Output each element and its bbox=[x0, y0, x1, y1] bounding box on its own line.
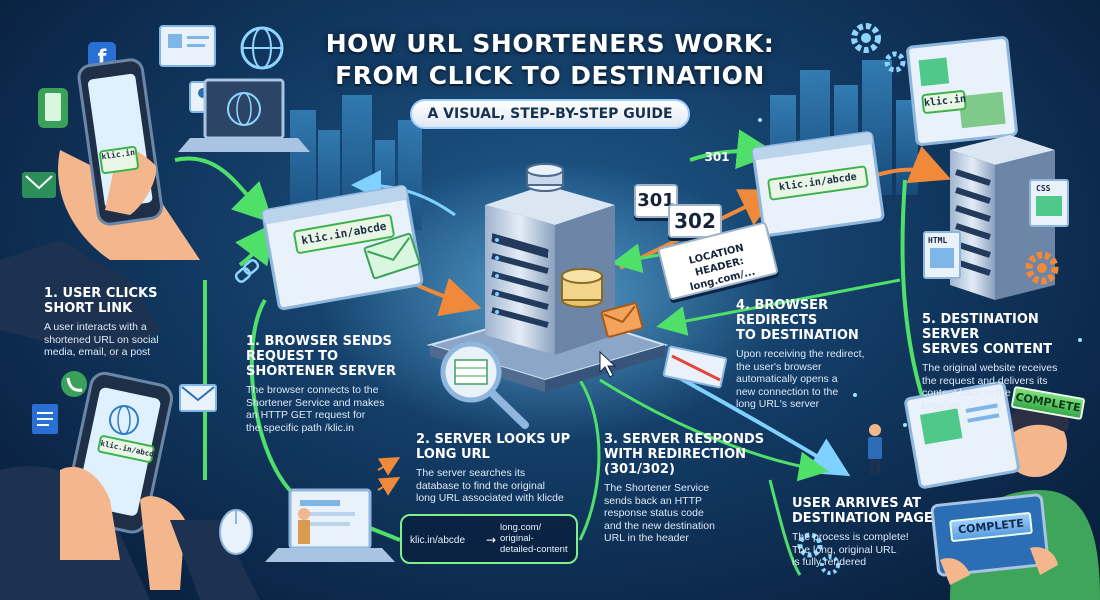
phone-top-left bbox=[58, 58, 200, 260]
step-title: 4. BROWSER REDIRECTS TO DESTINATION bbox=[736, 298, 859, 343]
code-301-small: 301 bbox=[704, 150, 730, 164]
step-description: Upon receiving the redirect, the user's … bbox=[736, 348, 865, 410]
step-description: A user interacts with a shortened URL on… bbox=[44, 321, 159, 358]
step-title: 3. SERVER RESPONDS WITH REDIRECTION (301… bbox=[604, 432, 765, 477]
database-icon bbox=[561, 268, 603, 308]
website-window-bottom-right bbox=[904, 381, 1020, 489]
laptop-bottom bbox=[265, 488, 395, 562]
envelope-icon-left bbox=[179, 384, 217, 412]
sparkle-icons bbox=[730, 78, 1082, 427]
step-title: 1. BROWSER SENDS REQUEST TO SHORTENER SE… bbox=[246, 334, 396, 379]
lookup-destination: long.com/ original- detailed-content bbox=[500, 522, 568, 555]
document-icon bbox=[32, 404, 58, 434]
gear-icon-orange bbox=[1025, 251, 1059, 285]
step-title: 2. SERVER LOOKS UP LONG URL bbox=[416, 432, 571, 462]
code-301-box: 301 bbox=[634, 184, 678, 218]
small-person-icon bbox=[868, 424, 882, 475]
phone-call-icon bbox=[61, 371, 87, 397]
css-file-icon bbox=[1029, 179, 1069, 227]
envelope-icon-request bbox=[363, 232, 421, 280]
html-file-icon bbox=[923, 231, 961, 279]
title-line-2: FROM CLICK TO DESTINATION bbox=[335, 61, 765, 90]
gear-icon-bottom bbox=[797, 532, 840, 575]
step-user-clicks: 1. USER CLICKS SHORT LINK A user interac… bbox=[44, 286, 194, 359]
mail-icon bbox=[22, 172, 56, 198]
destination-server bbox=[950, 135, 1055, 300]
html-tag-label: HTML bbox=[928, 236, 948, 245]
step-destination-serves: 5. DESTINATION SERVER SERVES CONTENT The… bbox=[922, 312, 1094, 412]
step-description: The Shortener Service sends back an HTTP… bbox=[604, 482, 715, 544]
laptop-top-left bbox=[178, 78, 310, 152]
arrow-right-icon: → bbox=[486, 533, 497, 547]
link-chain-icon bbox=[234, 259, 260, 283]
step-description: The browser connects to the Shortener Se… bbox=[246, 384, 385, 434]
step-server-responds: 3. SERVER RESPONDS WITH REDIRECTION (301… bbox=[604, 432, 774, 545]
css-tag-label: CSS bbox=[1036, 184, 1051, 193]
code-302-box: 302 bbox=[668, 204, 722, 238]
profile-card-icon bbox=[159, 25, 216, 67]
step-title: 5. DESTINATION SERVER SERVES CONTENT bbox=[922, 312, 1053, 357]
blocked-url-icon bbox=[662, 345, 728, 389]
step-browser-redirects: 4. BROWSER REDIRECTS TO DESTINATION Upon… bbox=[736, 298, 908, 411]
title-line-1: HOW URL SHORTENERS WORK: bbox=[325, 29, 775, 58]
magnifying-glass-icon bbox=[440, 341, 529, 429]
step-title: USER ARRIVES AT DESTINATION PAGE bbox=[792, 496, 933, 526]
lookup-mapping-box: klic.in/abcde → long.com/ original- deta… bbox=[400, 514, 578, 564]
gear-icon bbox=[851, 23, 906, 73]
transfer-arrows-icon bbox=[377, 456, 401, 496]
step-user-arrives: USER ARRIVES AT DESTINATION PAGE The pro… bbox=[792, 496, 942, 569]
sleeve-left bbox=[0, 240, 160, 360]
globe-icon bbox=[240, 26, 284, 70]
mouse-icon bbox=[219, 509, 253, 555]
step-title: 1. USER CLICKS SHORT LINK bbox=[44, 286, 158, 316]
lookup-source: klic.in/abcde bbox=[410, 535, 466, 546]
svg-text:f: f bbox=[98, 45, 107, 69]
subtitle: A VISUAL, STEP-BY-STEP GUIDE bbox=[410, 99, 690, 129]
step-description: The process is complete! The long, origi… bbox=[792, 531, 909, 568]
step-server-looks-up: 2. SERVER LOOKS UP LONG URL The server s… bbox=[416, 432, 596, 505]
envelope-icon-response bbox=[600, 302, 644, 338]
cursor-icon bbox=[599, 350, 617, 378]
step-description: The original website receives the reques… bbox=[922, 362, 1058, 412]
mobile-icon bbox=[38, 88, 68, 128]
step-browser-sends-request: 1. BROWSER SENDS REQUEST TO SHORTENER SE… bbox=[246, 334, 426, 434]
step-description: The server searches its database to find… bbox=[416, 467, 564, 504]
title-block: HOW URL SHORTENERS WORK: FROM CLICK TO D… bbox=[300, 28, 800, 92]
